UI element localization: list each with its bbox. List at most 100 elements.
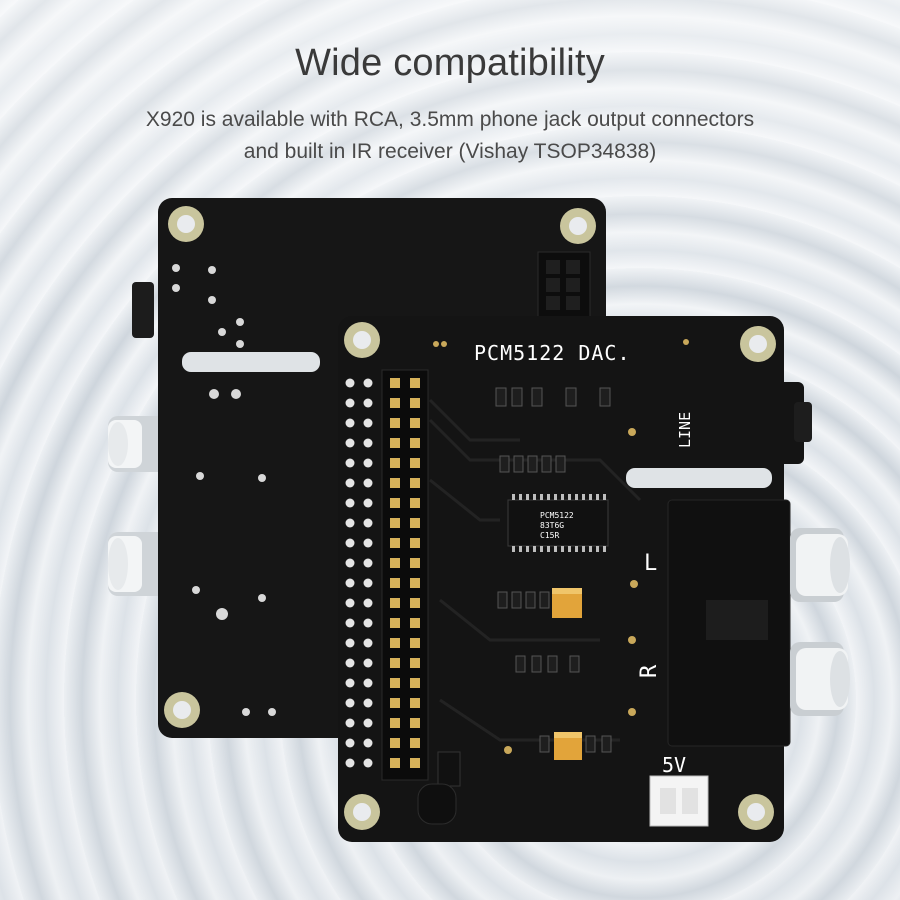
header-pin bbox=[410, 418, 420, 428]
chip-pin bbox=[596, 494, 599, 500]
via-pad bbox=[363, 378, 373, 388]
via-pad bbox=[345, 638, 355, 648]
chip-pin bbox=[589, 494, 592, 500]
via-pad bbox=[345, 578, 355, 588]
description-line-1: X920 is available with RCA, 3.5mm phone … bbox=[145, 108, 755, 131]
chip-pin bbox=[533, 494, 536, 500]
header-pin bbox=[390, 698, 400, 708]
chip-pin bbox=[512, 494, 515, 500]
header-pin bbox=[390, 658, 400, 668]
header-pin bbox=[390, 758, 400, 768]
header-pin bbox=[410, 438, 420, 448]
gpio-pin-header bbox=[381, 369, 429, 781]
chip-pin bbox=[582, 494, 585, 500]
smd-components bbox=[495, 387, 612, 753]
via-pad bbox=[363, 758, 373, 768]
via-pad bbox=[345, 538, 355, 548]
header-pin bbox=[390, 458, 400, 468]
left-channel-label: L bbox=[644, 551, 657, 576]
via-pad bbox=[363, 518, 373, 528]
header-pin bbox=[390, 438, 400, 448]
chip-pin bbox=[519, 494, 522, 500]
header-pin bbox=[410, 678, 420, 688]
header-pin bbox=[410, 478, 420, 488]
header-pin bbox=[390, 578, 400, 588]
header-pin bbox=[410, 498, 420, 508]
via-pad bbox=[363, 538, 373, 548]
via-pad bbox=[345, 478, 355, 488]
chip-marking-1: PCM5122 bbox=[540, 511, 574, 520]
header-pin bbox=[390, 518, 400, 528]
header-pin bbox=[410, 378, 420, 388]
front-rca-jack-left bbox=[790, 528, 850, 602]
via-pad bbox=[363, 478, 373, 488]
board-slot bbox=[626, 468, 772, 488]
via-pad bbox=[363, 398, 373, 408]
header-pin bbox=[410, 718, 420, 728]
header-pin bbox=[390, 498, 400, 508]
chip-pin bbox=[554, 546, 557, 552]
header-pin bbox=[390, 598, 400, 608]
header-pin bbox=[390, 478, 400, 488]
description-line-2: and built in IR receiver (Vishay TSOP348… bbox=[243, 140, 657, 163]
header-pin bbox=[390, 718, 400, 728]
back-rca-jack-top bbox=[108, 416, 168, 472]
chip-pin bbox=[575, 494, 578, 500]
via-pad bbox=[345, 518, 355, 528]
chip-pin bbox=[596, 546, 599, 552]
header-pin bbox=[410, 578, 420, 588]
header-pin bbox=[390, 558, 400, 568]
header-pin bbox=[390, 538, 400, 548]
chip-pin bbox=[582, 546, 585, 552]
back-phone-jack bbox=[132, 282, 154, 338]
header-pin bbox=[390, 678, 400, 688]
header-pin bbox=[390, 618, 400, 628]
chip-pin bbox=[512, 546, 515, 552]
via-pad bbox=[363, 678, 373, 688]
line-label: LINE bbox=[676, 412, 694, 448]
via-pad bbox=[345, 738, 355, 748]
chip-pin bbox=[568, 546, 571, 552]
chip-pin bbox=[533, 546, 536, 552]
header-pin bbox=[390, 638, 400, 648]
via-pad bbox=[363, 658, 373, 668]
front-rca-jack-right bbox=[790, 642, 850, 716]
header-pin bbox=[390, 738, 400, 748]
via-pad bbox=[345, 438, 355, 448]
header-pin bbox=[410, 518, 420, 528]
chip-marking-3: C15R bbox=[540, 531, 559, 540]
chip-pin bbox=[561, 546, 564, 552]
chip-pin bbox=[568, 494, 571, 500]
header-pin bbox=[410, 598, 420, 608]
via-pad bbox=[363, 738, 373, 748]
via-pad bbox=[345, 758, 355, 768]
via-pad bbox=[345, 458, 355, 468]
via-pad bbox=[363, 458, 373, 468]
chip-pin bbox=[526, 546, 529, 552]
back-pin-header bbox=[537, 251, 591, 319]
via-pad bbox=[345, 678, 355, 688]
chip-pin bbox=[603, 494, 606, 500]
header-pin bbox=[410, 558, 420, 568]
solder-pads bbox=[433, 339, 689, 754]
header-pin bbox=[410, 538, 420, 548]
header-pin bbox=[410, 698, 420, 708]
via-pad bbox=[363, 698, 373, 708]
header-pin bbox=[410, 738, 420, 748]
header-pin bbox=[410, 618, 420, 628]
header-pin bbox=[390, 398, 400, 408]
page-title: Wide compatibility bbox=[295, 42, 605, 84]
via-pad bbox=[363, 558, 373, 568]
chip-pin bbox=[603, 546, 606, 552]
chip-pin bbox=[519, 546, 522, 552]
chip-pin bbox=[526, 494, 529, 500]
via-pad bbox=[345, 398, 355, 408]
chip-pin bbox=[561, 494, 564, 500]
via-pad bbox=[363, 618, 373, 628]
via-pad bbox=[345, 718, 355, 728]
via-pad bbox=[363, 598, 373, 608]
via-pad bbox=[345, 558, 355, 568]
via-pad bbox=[345, 598, 355, 608]
header-pin bbox=[410, 638, 420, 648]
